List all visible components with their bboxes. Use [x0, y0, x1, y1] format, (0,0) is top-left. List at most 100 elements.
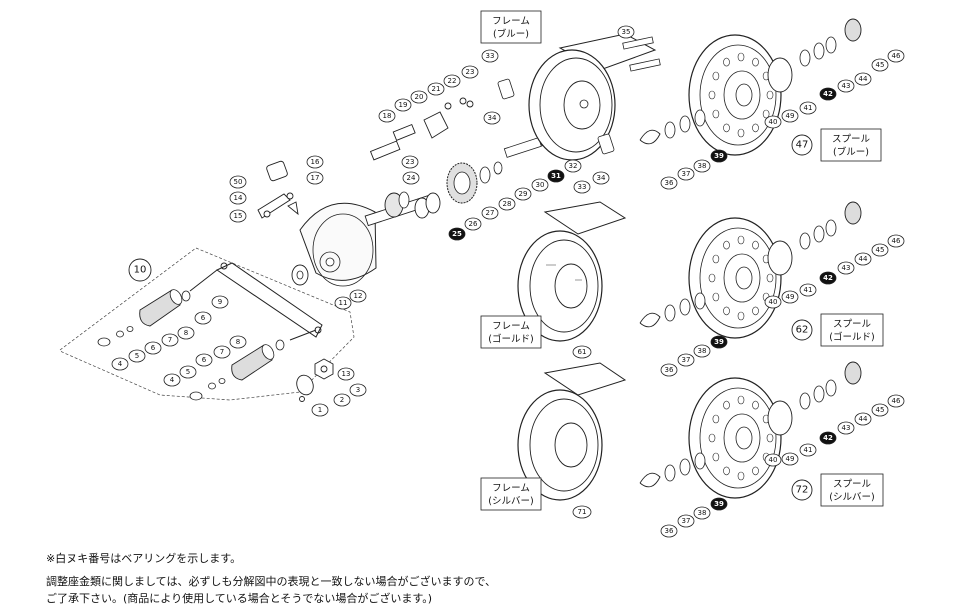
- svg-text:61: 61: [578, 348, 587, 356]
- part-number-42: 42: [819, 87, 837, 101]
- part-number-text: 23: [406, 158, 415, 166]
- part-number-30: 30: [531, 178, 549, 192]
- part-number-44: 44: [854, 252, 872, 266]
- part-number-text: 21: [432, 85, 441, 93]
- part-number-text: 23: [466, 68, 475, 76]
- part-number-text: 42: [823, 90, 833, 98]
- part-number-text: 29: [519, 190, 528, 198]
- part-number-29: 29: [514, 187, 532, 201]
- handle-nut: [314, 358, 334, 380]
- part-number-text: 14: [234, 194, 243, 202]
- part-number-text: 38: [698, 347, 707, 355]
- svg-text:フレーム: フレーム: [492, 321, 530, 332]
- part-number-21: 21: [427, 82, 445, 96]
- part-number-text: 30: [536, 181, 545, 189]
- part-number-1: 1: [311, 403, 329, 417]
- spool-blue-caption: 47 スプール (ブルー): [791, 128, 882, 162]
- svg-text:(ブルー): (ブルー): [493, 28, 529, 40]
- part-number-42: 42: [819, 431, 837, 445]
- part-number-9: 9: [211, 295, 229, 309]
- lever-parts: [369, 97, 474, 161]
- part-number-text: 45: [876, 246, 885, 254]
- part-number-text: 41: [804, 286, 813, 294]
- part-number-6: 6: [194, 311, 212, 325]
- svg-text:62: 62: [796, 325, 809, 336]
- part-number-text: 8: [184, 329, 188, 337]
- part-number-19: 19: [394, 98, 412, 112]
- part-number-callouts: 1234567869456781112131415161750181920212…: [111, 25, 905, 538]
- part-number-text: 38: [698, 509, 707, 517]
- spool-assembly: [639, 201, 862, 339]
- handle-arm-hole: [220, 262, 228, 270]
- part-number-text: 40: [769, 298, 778, 306]
- part-number-13: 13: [337, 367, 355, 381]
- part-number-text: 39: [714, 500, 724, 508]
- part-number-49: 49: [781, 109, 799, 123]
- part-number-text: 5: [135, 352, 139, 360]
- part-number-text: 36: [665, 527, 674, 535]
- part-number-text: 25: [452, 230, 462, 238]
- part-number-text: 45: [876, 406, 885, 414]
- part-number-text: 46: [892, 237, 901, 245]
- part-number-43: 43: [837, 421, 855, 435]
- part-number-text: 37: [682, 356, 691, 364]
- part-number-text: 36: [665, 179, 674, 187]
- part-number-46: 46: [887, 394, 905, 408]
- svg-text:72: 72: [796, 485, 809, 496]
- frame-gold-caption: フレーム (ゴールド): [480, 315, 542, 349]
- part-number-text: 2: [340, 396, 344, 404]
- part-number-text: 7: [168, 336, 172, 344]
- part-number-text: 49: [786, 293, 795, 301]
- part-number-text: 15: [234, 212, 243, 220]
- part-number-43: 43: [837, 261, 855, 275]
- part-number-39: 39: [710, 149, 728, 163]
- part-number-23: 23: [461, 65, 479, 79]
- part-number-text: 41: [804, 446, 813, 454]
- handle-assembly-outline: [59, 247, 355, 401]
- part-number-text: 6: [202, 356, 207, 364]
- note-adjust-washer: 調整座金類に関しましては、必ずしも分解図中の表現と一致しない場合がございますので…: [46, 575, 497, 588]
- part-number-45: 45: [871, 58, 889, 72]
- part-number-43: 43: [837, 79, 855, 93]
- part-number-text: 50: [234, 178, 243, 186]
- part-number-text: 6: [151, 344, 156, 352]
- part-number-33: 33: [573, 180, 591, 194]
- part-number-22: 22: [443, 74, 461, 88]
- part-number-text: 44: [859, 255, 868, 263]
- handle-knob-upper: [139, 289, 183, 327]
- part-number-32: 32: [564, 159, 582, 173]
- note-bearing: ※白ヌキ番号はベアリングを示します。: [46, 552, 242, 565]
- part-number-text: 44: [859, 75, 868, 83]
- part-number-text: 37: [682, 517, 691, 525]
- part-number-text: 3: [356, 386, 360, 394]
- part-number-31: 31: [547, 169, 565, 183]
- part-number-36: 36: [660, 176, 678, 190]
- part-number-36: 36: [660, 524, 678, 538]
- part-number-text: 1: [318, 406, 322, 414]
- part-number-text: 31: [551, 172, 561, 180]
- part-number-text: 49: [786, 455, 795, 463]
- part-number-45: 45: [871, 243, 889, 257]
- frame-gold: [517, 201, 627, 342]
- svg-text:(ゴールド): (ゴールド): [829, 331, 874, 343]
- part-number-14: 14: [229, 191, 247, 205]
- part-number-5: 5: [128, 349, 146, 363]
- part-number-text: 6: [201, 314, 206, 322]
- part-number-41: 41: [799, 101, 817, 115]
- part-number-text: 11: [339, 299, 348, 307]
- part-number-17: 17: [306, 171, 324, 185]
- part-number-4: 4: [163, 373, 181, 387]
- part-number-2: 2: [333, 393, 351, 407]
- part-number-4: 4: [111, 357, 129, 371]
- handle-assembly-callout: [128, 258, 152, 282]
- part-number-38: 38: [693, 344, 711, 358]
- part-number-3: 3: [349, 383, 367, 397]
- part-number-text: 39: [714, 152, 724, 160]
- part-number-37: 37: [677, 167, 695, 181]
- part-number-text: 37: [682, 170, 691, 178]
- side-plate: [299, 202, 377, 287]
- part-number-text: 40: [769, 456, 778, 464]
- part-number-35: 35: [617, 25, 635, 39]
- svg-text:71: 71: [578, 508, 587, 516]
